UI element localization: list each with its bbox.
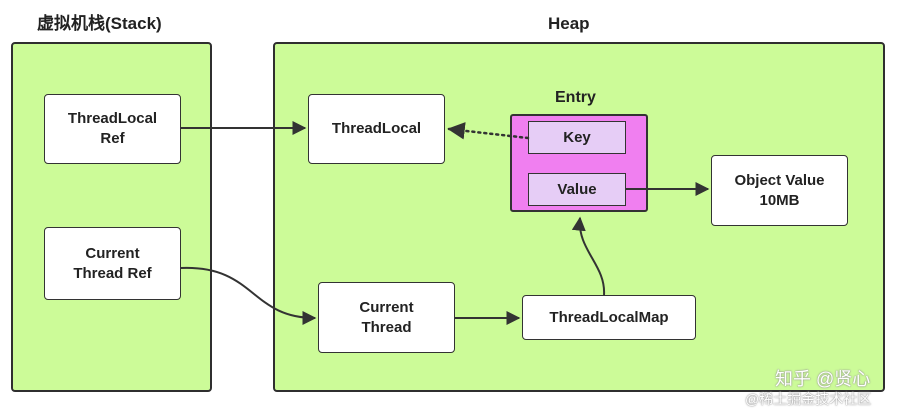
watermark-zhihu: 知乎 @贤心 xyxy=(775,369,871,389)
stack-title: 虚拟机栈(Stack) xyxy=(37,14,162,33)
threadlocal-ref-node: ThreadLocal Ref xyxy=(44,94,181,164)
arrow-ref-to-current-thread xyxy=(180,266,317,325)
current-thread-ref-node: Current Thread Ref xyxy=(44,227,181,300)
object-value-node: Object Value 10MB xyxy=(711,155,848,226)
threadlocalmap-node: ThreadLocalMap xyxy=(522,295,696,340)
arrow-key-to-threadlocal xyxy=(447,122,530,140)
entry-value-field: Value xyxy=(528,173,626,206)
entry-label: Entry xyxy=(555,89,596,106)
heap-title: Heap xyxy=(548,14,590,33)
current-thread-node: Current Thread xyxy=(318,282,455,353)
threadlocal-node: ThreadLocal xyxy=(308,94,445,164)
watermark-juejin: @稀土掘金技术社区 xyxy=(745,391,872,407)
arrow-map-to-entry xyxy=(571,216,606,296)
